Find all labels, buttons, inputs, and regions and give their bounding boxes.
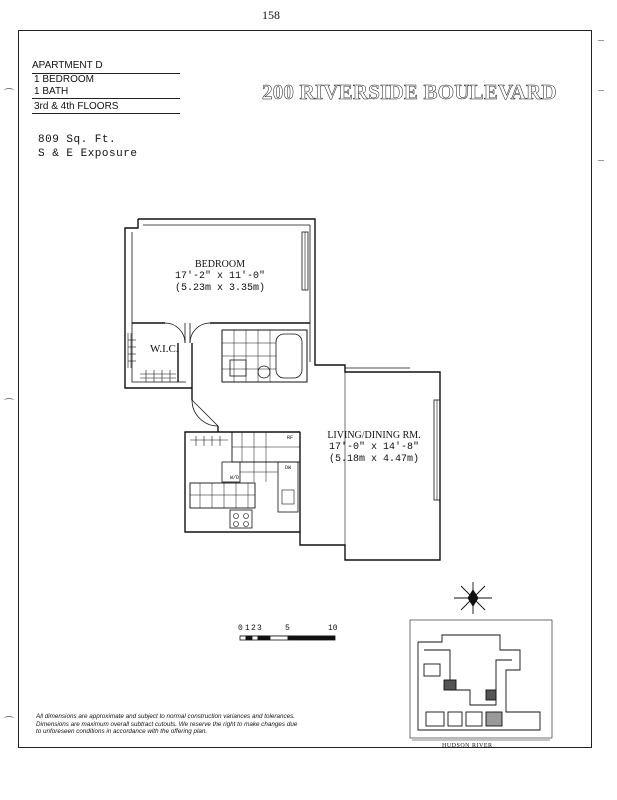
apartment-label: APARTMENT D [32, 60, 180, 74]
dishwasher-label: DW [285, 465, 292, 471]
entry-door [191, 399, 219, 427]
living-dims-m: (5.18m x 4.47m) [328, 454, 419, 465]
edge-mark [598, 160, 604, 162]
bath-count: 1 BATH [32, 86, 180, 99]
scale-tick: 1 [245, 624, 250, 633]
sink [281, 489, 295, 505]
bedroom-name: BEDROOM [194, 259, 245, 270]
scale-tick: 10 [328, 624, 338, 633]
kitchen-column [277, 461, 299, 513]
burner [243, 513, 249, 519]
door-swing [189, 322, 211, 344]
disclaimer: All dimensions are approximate and subje… [36, 713, 396, 736]
outer-wall [124, 219, 192, 389]
washer-dryer-label: W/D [230, 475, 240, 481]
binder-hole [4, 716, 14, 721]
unit-info: APARTMENT D 1 BEDROOM 1 BATH 3rd & 4th F… [32, 60, 180, 114]
burner [233, 521, 239, 527]
binder-hole [4, 398, 14, 403]
door-swing [164, 322, 186, 344]
unit-specs: 809 Sq. Ft. S & E Exposure [38, 133, 137, 161]
bathtub [275, 333, 303, 379]
refrigerator-label: RF [287, 435, 294, 441]
disclaimer-line: Dimensions are maximum overall subtract … [36, 720, 298, 728]
bedroom-count: 1 BEDROOM [34, 74, 95, 85]
bedroom-dims-m: (5.23m x 3.35m) [174, 283, 265, 294]
scale-tick: 5 [285, 624, 290, 633]
living-label: LIVING/DINING RM. 17'-0" x 14'-8" (5.18m… [315, 430, 433, 466]
disclaimer-line: All dimensions are approximate and subje… [36, 713, 296, 720]
edge-mark [598, 90, 604, 92]
edge-mark [598, 40, 604, 42]
scale-bar [239, 635, 336, 641]
living-dims-ft: 17'-0" x 14'-8" [328, 442, 419, 453]
burner [243, 521, 249, 527]
kitchen-counter [189, 482, 256, 509]
bedroom-label: BEDROOM 17'-2" x 11'-0" (5.23m x 3.35m) [160, 259, 280, 295]
burner [233, 513, 239, 519]
scale-tick: 0 [238, 624, 243, 633]
living-name: LIVING/DINING RM. [327, 430, 421, 441]
area-text: 809 Sq. Ft. [38, 134, 117, 146]
bedroom-dims-ft: 17'-2" x 11'-0" [174, 271, 265, 282]
cooktop [229, 509, 253, 529]
closet-shelving [127, 333, 228, 446]
disclaimer-line: to unforeseen conditions in accordance w… [36, 728, 208, 736]
river-label: HUDSON RIVER [442, 743, 493, 749]
page-number: 158 [262, 8, 280, 22]
scale-tick: 2 [251, 624, 256, 633]
north-arrow [454, 582, 492, 614]
floors-label: 3rd & 4th FLOORS [32, 101, 180, 114]
wic-label: W.I.C. [150, 343, 179, 355]
site-plan [409, 619, 553, 741]
building-name: 200 RIVERSIDE BOULEVARD [262, 80, 557, 105]
vanity [229, 359, 247, 377]
inner-wall-line [131, 232, 186, 383]
toilet [257, 365, 271, 379]
entry-door-swing [191, 399, 219, 427]
binder-hole [4, 88, 14, 93]
scale-tick: 3 [257, 624, 262, 633]
page-frame [18, 30, 592, 748]
tile-pattern [190, 330, 300, 508]
exposure-text: S & E Exposure [38, 148, 138, 160]
outer-wall [138, 218, 441, 561]
